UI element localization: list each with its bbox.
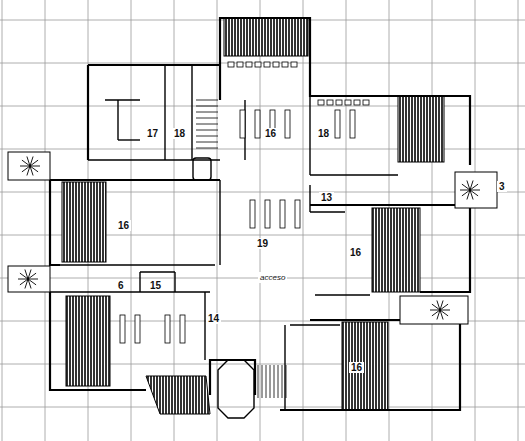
room-number: 17 (145, 128, 160, 139)
stair-tread (196, 130, 218, 131)
tree-symbol (437, 300, 440, 310)
grid-line (0, 407, 525, 408)
stair-tread (196, 106, 218, 107)
grid-line (475, 0, 476, 441)
chair (282, 62, 288, 67)
tree-symbol (467, 180, 470, 190)
tree-symbol (432, 310, 440, 316)
stair-tread (278, 365, 279, 398)
room-number: acceso (258, 272, 287, 283)
chair (363, 100, 369, 105)
grid-line (0, 149, 525, 150)
stair-tread (196, 100, 218, 101)
tree-symbol (440, 304, 448, 310)
stair-tread (196, 148, 218, 149)
tree-symbol (462, 190, 470, 196)
tree-symbol (28, 273, 36, 279)
chair (327, 100, 333, 105)
stair-tread (196, 124, 218, 125)
room-number: 16 (116, 220, 131, 231)
tree-symbol (470, 184, 478, 190)
room-number: 16 (263, 128, 278, 139)
tree-symbol (440, 310, 443, 320)
tree-symbol (25, 269, 28, 279)
grid-line (2, 0, 3, 441)
stair-tread (258, 365, 259, 398)
tree-symbol (28, 279, 31, 289)
tree-symbol (440, 310, 450, 311)
room-number: 13 (319, 192, 334, 203)
stair-tread (270, 365, 271, 398)
stair-tread (282, 365, 283, 398)
chair (336, 100, 342, 105)
tree-symbol (20, 279, 28, 285)
reading-desk (250, 200, 255, 228)
chair (345, 100, 351, 105)
room-number: 15 (148, 280, 163, 291)
chair (255, 62, 261, 67)
tree-symbol (30, 160, 38, 166)
room-number: 18 (172, 128, 187, 139)
chair (273, 62, 279, 67)
tree-symbol (20, 166, 30, 167)
stair-tread (262, 365, 263, 398)
reading-desk (135, 315, 140, 343)
tree-symbol (470, 190, 480, 191)
grid-line (174, 0, 175, 441)
chair (264, 62, 270, 67)
reading-desk (280, 200, 285, 228)
tree-symbol (27, 156, 30, 166)
reading-desk (165, 315, 170, 343)
stair-tread (274, 365, 275, 398)
chair (354, 100, 360, 105)
grid-line (518, 0, 519, 441)
reading-desk (335, 110, 340, 138)
room-number: 18 (316, 128, 331, 139)
tree-symbol (22, 166, 30, 172)
tree-symbol (28, 279, 38, 280)
reading-desk (265, 200, 270, 228)
tree-symbol (430, 310, 440, 311)
reading-desk (255, 110, 260, 138)
room-number: 19 (255, 238, 270, 249)
reading-desk (295, 200, 300, 228)
tree-symbol (30, 166, 33, 176)
stair-tread (196, 136, 218, 137)
grid-line (45, 0, 46, 441)
chair (246, 62, 252, 67)
chair (291, 62, 297, 67)
room-number: 3 (497, 181, 507, 192)
grid-line (303, 0, 304, 441)
reading-desk (350, 110, 355, 138)
tree-symbol (460, 190, 470, 191)
tree-symbol (18, 279, 28, 280)
grid-line (0, 106, 525, 107)
room-number: 16 (348, 247, 363, 258)
grid-line (0, 63, 525, 64)
room-number: 16 (349, 362, 364, 373)
stair-tread (196, 118, 218, 119)
stair-tread (196, 142, 218, 143)
reading-desk (240, 110, 245, 138)
tree-symbol (30, 166, 40, 167)
reading-desk (120, 315, 125, 343)
stair-tread (266, 365, 267, 398)
stair-tread (286, 365, 287, 398)
room-number: 6 (116, 280, 126, 291)
reading-desk (285, 110, 290, 138)
chair (228, 62, 234, 67)
chair (237, 62, 243, 67)
tree-symbol (470, 190, 473, 200)
reading-desk (180, 315, 185, 343)
room-number: 14 (206, 313, 221, 324)
chair (318, 100, 324, 105)
grid-line (432, 0, 433, 441)
stair-tread (196, 112, 218, 113)
